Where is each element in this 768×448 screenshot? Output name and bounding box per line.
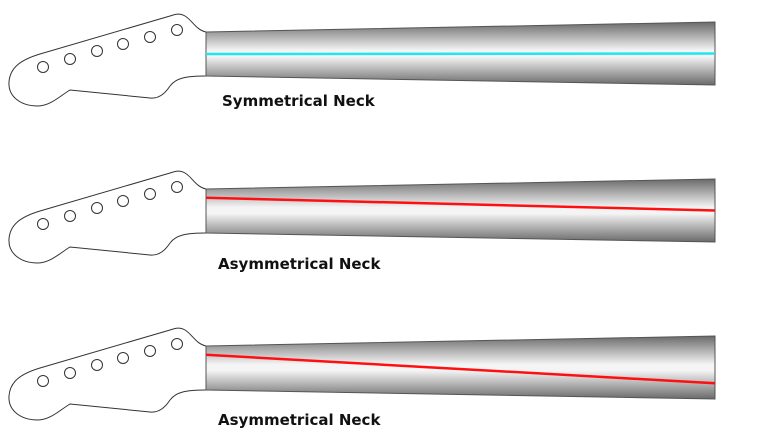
neck-center-line	[205, 52, 716, 56]
guitar-neck-diagram	[8, 13, 716, 107]
neck-label-symmetrical: Symmetrical Neck	[222, 92, 375, 110]
neck-label-asymmetrical-2: Asymmetrical Neck	[218, 411, 381, 429]
neck-center-line	[205, 196, 716, 212]
headstock-shape	[8, 327, 207, 421]
guitar-neck-diagram	[8, 170, 716, 264]
headstock-shape	[8, 170, 207, 264]
headstock-shape	[8, 13, 207, 107]
neck-label-asymmetrical-1: Asymmetrical Neck	[218, 255, 381, 273]
guitar-neck-diagram	[8, 327, 716, 421]
neck-shape	[205, 335, 716, 400]
neck-shape	[205, 178, 716, 243]
neck-center-line	[205, 353, 716, 385]
